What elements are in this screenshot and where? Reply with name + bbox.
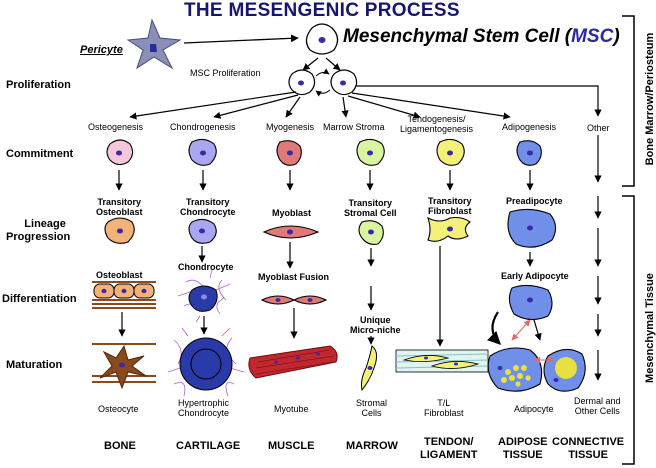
side-label-mesenchymal: Mesenchymal Tissue: [644, 273, 656, 383]
label-myoblast: Myoblast: [272, 208, 312, 218]
label-stromal-cells-1: Stromal: [356, 398, 388, 408]
row-label-lineage-1: Lineage: [24, 218, 66, 230]
label-osteoblast: Osteoblast: [96, 270, 143, 280]
tissue-tendon: TENDON/LIGAMENT: [420, 436, 477, 462]
row-label-maturation: Maturation: [6, 359, 63, 371]
label-tl-fibroblast-1: T/L: [437, 398, 451, 408]
msc-proliferation-label: MSC Proliferation: [190, 68, 261, 78]
pathway-myogenesis: Myogenesis: [266, 122, 315, 132]
label-transitory-stromal-1: Transitory: [348, 198, 393, 208]
early-adipocyte-cell: [508, 284, 553, 321]
page-title: THE MESENGENIC PROCESS: [184, 0, 460, 21]
mesenchymal-tissue-bracket: [622, 195, 635, 465]
label-unique-microniche-1: Unique: [360, 315, 391, 325]
pathway-tendogenesis-2: Ligamentogenesis: [400, 124, 474, 134]
osteoblast-layer: [92, 281, 156, 309]
row-label-differentiation: Differentiation: [2, 293, 77, 305]
label-unique-microniche-2: Micro-niche: [350, 325, 401, 335]
pericyte-nucleus: [150, 44, 157, 52]
tissue-bone: BONE: [104, 440, 136, 452]
label-preadipocyte: Preadipocyte: [506, 196, 563, 206]
label-adipocyte: Adipocyte: [514, 404, 554, 414]
label-transitory-chondrocyte-1: Transitory: [186, 197, 230, 207]
msc-nucleus: [318, 37, 326, 43]
label-transitory-osteoblast-1: Transitory: [97, 197, 142, 207]
osteocyte-cell-group: [92, 343, 156, 390]
pathway-marrow-stroma: Marrow Stroma: [323, 122, 385, 132]
label-transitory-fibroblast-2: Fibroblast: [428, 206, 472, 216]
label-stromal-cells-2: Cells: [361, 408, 382, 418]
msc-label-abbr: MSC: [571, 26, 614, 47]
hypertrophic-chondrocyte-cell: [179, 337, 233, 391]
pericyte-label: Pericyte: [80, 44, 123, 56]
tissue-muscle: MUSCLE: [268, 440, 315, 452]
pathway-chondrogenesis: Chondrogenesis: [170, 122, 236, 132]
pathway-other: Other: [587, 123, 610, 133]
row-label-commitment: Commitment: [6, 148, 74, 160]
myotube-cell: [248, 345, 338, 379]
label-transitory-chondrocyte-2: Chondrocyte: [180, 207, 236, 217]
tissue-cartilage: CARTILAGE: [176, 440, 241, 452]
label-osteocyte: Osteocyte: [98, 404, 139, 414]
arrow-pericyte-msc: [183, 34, 299, 44]
tissue-marrow: MARROW: [346, 440, 398, 452]
pathway-adipogenesis: Adipogenesis: [502, 122, 557, 132]
msc-label-name: Mesenchymal Stem Cell (: [343, 26, 572, 47]
pathway-tendogenesis: Tendogenesis/Ligamentogenesis: [400, 114, 473, 134]
label-tl-fibroblast-2: Fibroblast: [424, 408, 464, 418]
tissue-adipose-2: TISSUE: [502, 449, 543, 461]
label-transitory-fibroblast-1: Transitory: [428, 196, 472, 206]
label-transitory-stromal-2: Stromal Cell: [344, 208, 397, 218]
tissue-tendon-2: LIGAMENT: [420, 449, 478, 461]
label-early-adipocyte: Early Adipocyte: [501, 271, 569, 281]
row-label-lineage-2: Progression: [6, 231, 71, 243]
tissue-tendon-1: TENDON/: [423, 436, 474, 448]
label-transitory-osteoblast-2: Osteoblast: [96, 207, 143, 217]
tissue-connective-1: CONNECTIVE: [552, 436, 625, 448]
row-label-proliferation: Proliferation: [6, 79, 71, 91]
label-dermal-1: Dermal and: [574, 396, 621, 406]
msc-label: Mesenchymal Stem Cell (MSC): [343, 26, 620, 48]
label-myoblast-fusion: Myoblast Fusion: [258, 272, 330, 282]
tissue-adipose-1: ADIPOSE: [498, 436, 548, 448]
label-hypertrophic-1: Hypertrophic: [178, 398, 230, 408]
label-myotube: Myotube: [274, 404, 309, 414]
pathway-tendogenesis-1: Tendogenesis/: [407, 114, 466, 124]
msc-label-close: ): [613, 26, 620, 47]
side-label-bone-marrow: Bone Marrow/Periosteum: [644, 32, 656, 166]
tissue-connective-2: TISSUE: [568, 449, 608, 461]
label-dermal-2: Other Cells: [574, 406, 620, 416]
label-chondrocyte: Chondrocyte: [178, 262, 234, 272]
pathway-osteogenesis: Osteogenesis: [88, 122, 144, 132]
tl-fibroblast-group: [395, 349, 489, 373]
label-hypertrophic-2: Chondrocyte: [178, 408, 230, 418]
adipocyte-group: [487, 347, 586, 392]
bone-marrow-bracket: [622, 15, 635, 187]
